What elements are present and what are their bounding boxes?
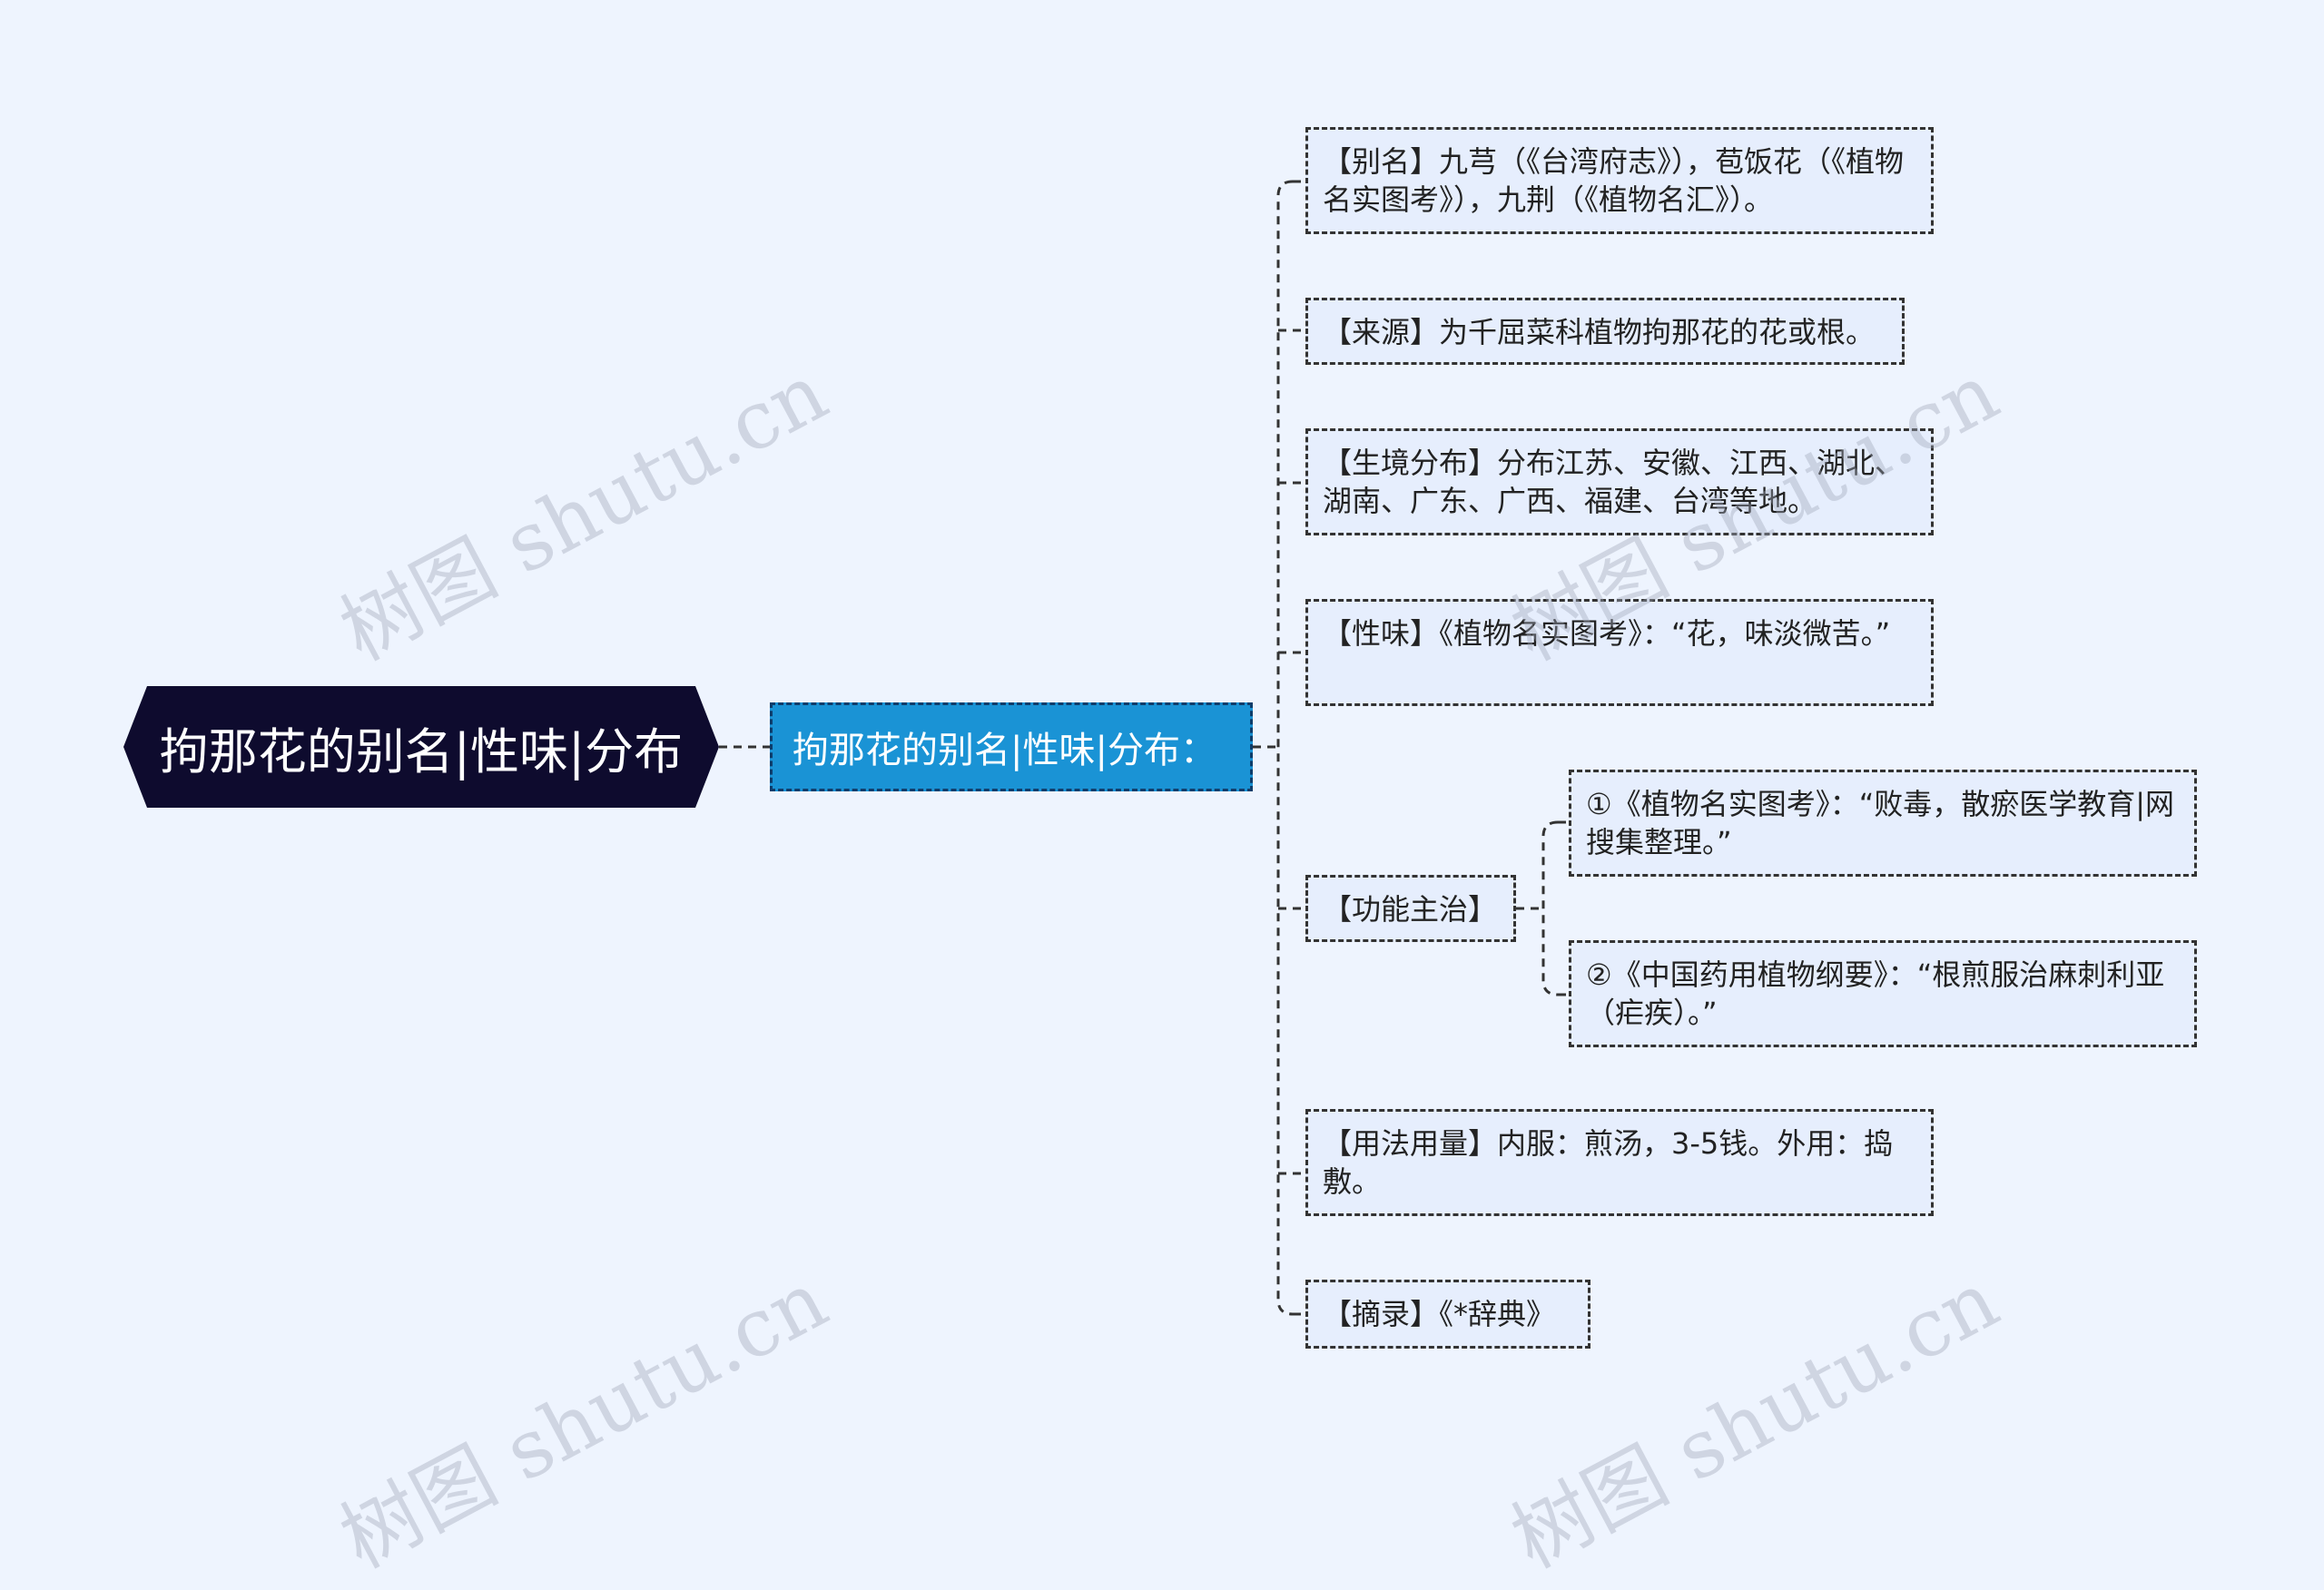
- root-node[interactable]: 拘那花的别名|性味|分布: [123, 686, 719, 808]
- sub-topic-node[interactable]: 拘那花的别名|性味|分布：: [770, 702, 1253, 791]
- connector-lines: [719, 180, 1569, 1316]
- node-function-child-2-text: ②《中国药用植物纲要》：“根煎服治麻刺利亚（疟疾）。”: [1586, 957, 2165, 1030]
- node-habitat-text: 【生境分布】分布江苏、安徽、江西、湖北、湖南、广东、广西、福建、台湾等地。: [1323, 446, 1905, 518]
- node-excerpt[interactable]: 【摘录】《*辞典》: [1305, 1280, 1590, 1349]
- node-taste[interactable]: 【性味】《植物名实图考》：“花，味淡微苦。”: [1305, 599, 1934, 706]
- node-alias[interactable]: 【别名】九芎（《台湾府志》），苞饭花（《植物名实图考》），九荆（《植物名汇》）。: [1305, 127, 1934, 234]
- node-habitat[interactable]: 【生境分布】分布江苏、安徽、江西、湖北、湖南、广东、广西、福建、台湾等地。: [1305, 428, 1934, 535]
- node-dosage[interactable]: 【用法用量】内服：煎汤，3-5钱。外用：捣敷。: [1305, 1109, 1934, 1216]
- node-dosage-text: 【用法用量】内服：煎汤，3-5钱。外用：捣敷。: [1323, 1126, 1894, 1199]
- node-excerpt-text: 【摘录】《*辞典》: [1323, 1297, 1556, 1331]
- node-function-child-2[interactable]: ②《中国药用植物纲要》：“根煎服治麻刺利亚（疟疾）。”: [1569, 940, 2197, 1047]
- node-function-child-1[interactable]: ①《植物名实图考》：“败毒，散瘀医学教育|网搜集整理。”: [1569, 770, 2197, 877]
- mindmap-canvas: 拘那花的别名|性味|分布 拘那花的别名|性味|分布： 【别名】九芎（《台湾府志》…: [123, 127, 2197, 1586]
- node-alias-text: 【别名】九芎（《台湾府志》），苞饭花（《植物名实图考》），九荆（《植物名汇》）。: [1323, 144, 1905, 217]
- sub-topic-label: 拘那花的别名|性味|分布：: [793, 730, 1216, 771]
- node-function[interactable]: 【功能主治】: [1305, 875, 1516, 942]
- node-taste-text: 【性味】《植物名实图考》：“花，味淡微苦。”: [1323, 616, 1891, 651]
- node-function-text: 【功能主治】: [1323, 892, 1498, 927]
- node-source-text: 【来源】为千屈菜科植物拘那花的花或根。: [1323, 315, 1876, 349]
- node-source[interactable]: 【来源】为千屈菜科植物拘那花的花或根。: [1305, 298, 1905, 365]
- root-label: 拘那花的别名|性味|分布: [159, 722, 684, 780]
- node-function-child-1-text: ①《植物名实图考》：“败毒，散瘀医学教育|网搜集整理。”: [1586, 787, 2175, 859]
